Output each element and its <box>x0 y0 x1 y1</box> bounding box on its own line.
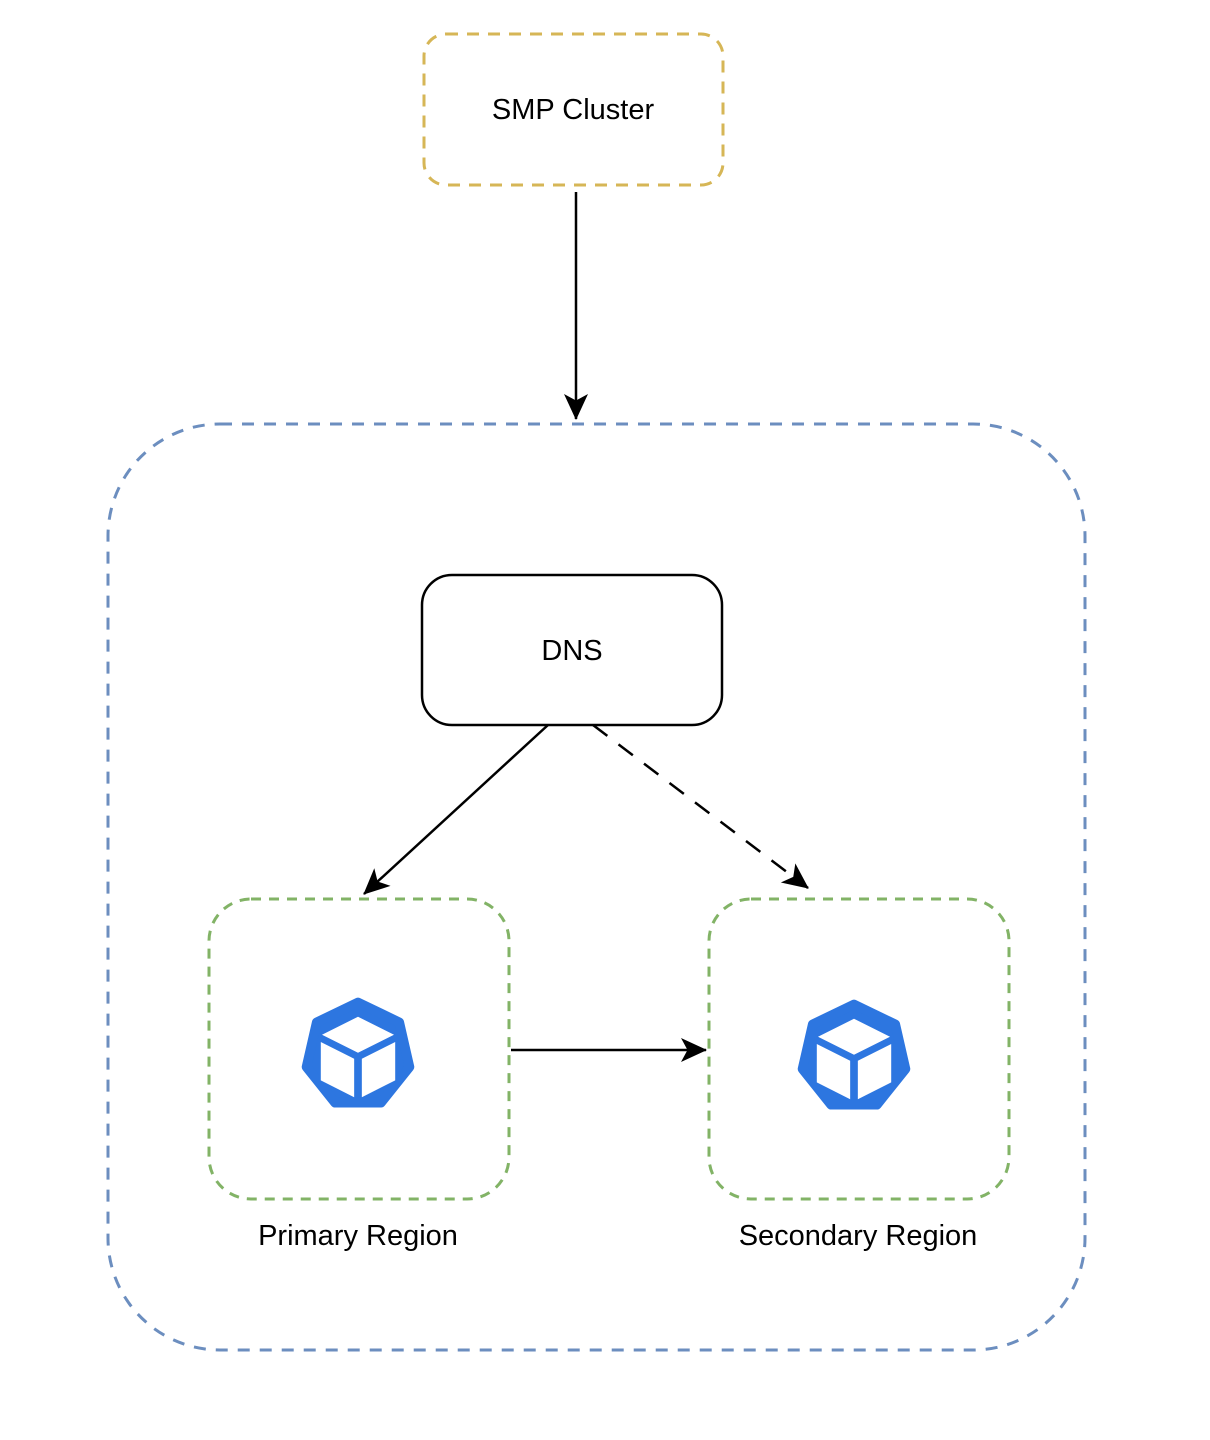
edge-dns-to-secondary <box>592 724 809 889</box>
edge-dns-to-primary <box>363 724 549 895</box>
region-container <box>106 422 1087 1352</box>
smp-cluster-label: SMP Cluster <box>492 94 655 126</box>
primary-region-label: Primary Region <box>258 1220 458 1252</box>
smp-cluster-node <box>422 32 725 187</box>
primary-cluster-icon <box>307 1002 410 1102</box>
dns-label: DNS <box>541 635 602 667</box>
secondary-cluster-icon <box>803 1004 906 1104</box>
dns-node <box>420 573 724 727</box>
secondary-region-label: Secondary Region <box>739 1220 978 1252</box>
